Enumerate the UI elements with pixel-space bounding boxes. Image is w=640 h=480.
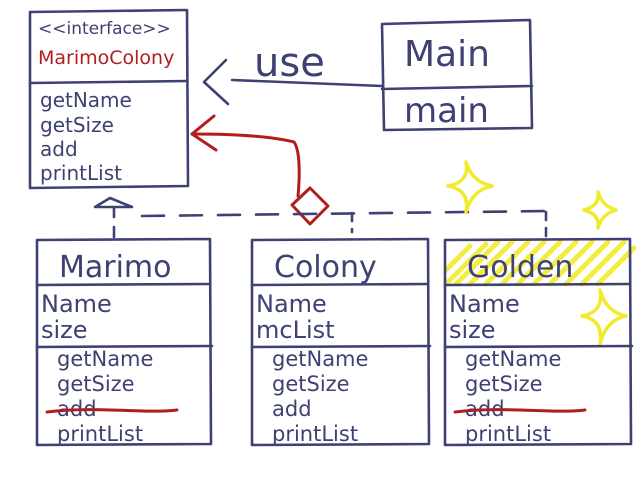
use-label: use [254,40,325,86]
aggregation-connector [190,114,330,226]
class-method: printList [57,422,143,446]
strikethrough-mark [453,408,587,414]
main-class-name: Main [404,34,490,75]
interface-name: MarimoColony [38,47,174,69]
sparkle-icon [446,160,628,346]
use-arrow: use [202,40,384,106]
class-boxes: MarimoNamesizegetNamegetSizeaddprintList… [35,237,634,447]
class-method: printList [272,422,358,446]
class-method: getName [465,347,561,371]
class-name-golden: Golden [467,250,573,285]
strikethrough-mark [45,408,179,414]
main-box: Main main [380,18,534,132]
class-field: Name [449,290,520,318]
class-field: mcList [256,316,335,344]
class-method: getName [272,347,368,371]
class-field: Name [41,290,112,318]
class-method: getSize [272,372,350,396]
class-field: Name [256,290,327,318]
class-method: getSize [57,372,135,396]
class-method: printList [465,422,551,446]
golden-highlight [443,239,637,287]
interface-box: <<interface>> MarimoColony getName getSi… [28,8,190,190]
interface-method-printlist: printList [40,161,122,185]
interface-method-getsize: getSize [40,113,114,137]
class-field: size [449,316,496,344]
class-field: size [41,316,88,344]
interface-stereotype: <<interface>> [38,19,171,39]
main-method-main: main [404,91,489,131]
class-method: getSize [465,372,543,396]
class-method: add [272,397,312,421]
class-name-colony: Colony [274,250,377,285]
interface-method-add: add [40,137,78,161]
interface-method-getname: getName [40,88,132,112]
class-name-marimo: Marimo [59,250,172,285]
class-method: getName [57,347,153,371]
realization-connector [93,196,550,242]
